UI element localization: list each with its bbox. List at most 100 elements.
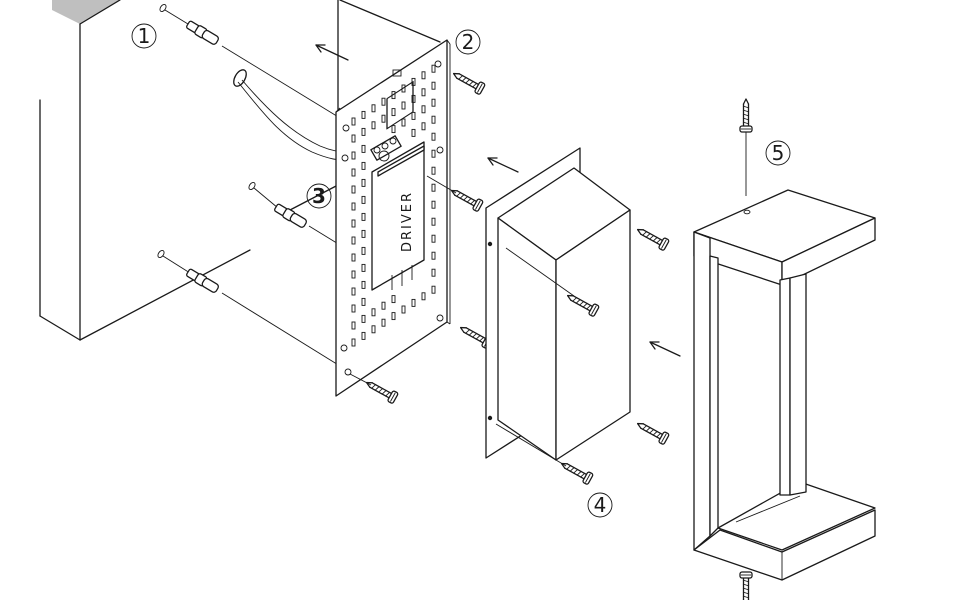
plate-slot (431, 166, 436, 175)
arrow-wall (315, 44, 349, 61)
plate-slot (421, 71, 426, 80)
front-frame (693, 189, 876, 581)
plate-slot (381, 97, 386, 106)
plate-slot (361, 280, 366, 289)
wall-anchor-top (159, 3, 341, 119)
callout-3: 3 (306, 183, 332, 209)
screw-housing-right-top (634, 223, 671, 252)
plate-slot (361, 127, 366, 136)
plate-slot (411, 94, 416, 103)
plate-slot (401, 84, 406, 93)
plate-slot (371, 325, 376, 334)
callout-2-label: 2 (462, 30, 475, 54)
plate-slot (431, 200, 436, 209)
plate-slot (381, 318, 386, 327)
plate-slot (361, 144, 366, 153)
plate-slot (431, 98, 436, 107)
plate-slot (401, 305, 406, 314)
plate-slot (391, 125, 396, 134)
plate-slot (431, 115, 436, 124)
plate-slot (381, 301, 386, 310)
plate-slot (371, 121, 376, 130)
wall-anchor-middle (248, 181, 341, 246)
plate-slot (351, 117, 356, 126)
plate-slot (421, 292, 426, 301)
plate-slot (401, 101, 406, 110)
plate-slot (411, 77, 416, 86)
plate-slot (351, 151, 356, 160)
plate-slot (371, 104, 376, 113)
plate-slot (391, 91, 396, 100)
plate-slot (421, 105, 426, 114)
plate-slot (351, 270, 356, 279)
screw-top-vertical (739, 98, 753, 133)
wall-top-shade (52, 0, 120, 24)
plate-slot (391, 312, 396, 321)
callout-4-label: 4 (594, 493, 607, 517)
terminal-block (370, 135, 402, 162)
plate-slot (351, 253, 356, 262)
plate-slot (371, 308, 376, 317)
plate-slot (361, 161, 366, 170)
driver-label: DRIVER (400, 191, 415, 252)
screw-housing-right-bottom (634, 417, 671, 446)
callout-4: 4 (587, 492, 613, 518)
arrow-frame (649, 341, 681, 357)
callout-5: 5 (765, 140, 791, 166)
callout-1: 1 (131, 23, 157, 49)
plate-slot (361, 178, 366, 187)
plate-slot (421, 88, 426, 97)
plate-slot (361, 229, 366, 238)
plate-slot (391, 108, 396, 117)
callout-1-label: 1 (138, 24, 151, 48)
plate-slot (351, 168, 356, 177)
callout-3-label: 3 (312, 184, 326, 208)
plate-slot (351, 321, 356, 330)
screw-housing-top-left (448, 184, 485, 213)
plate-slot (351, 202, 356, 211)
plate-slot (411, 128, 416, 137)
plate-slot (351, 134, 356, 143)
plate-slot (361, 246, 366, 255)
plate-slot (431, 268, 436, 277)
plate-slot (361, 314, 366, 323)
plate-slot (411, 111, 416, 120)
plate-slot (431, 149, 436, 158)
screw-bottom-vertical (739, 571, 753, 600)
wall (39, 0, 441, 341)
plate-slot-pattern (351, 64, 436, 347)
plate-slot (361, 331, 366, 340)
driver-module: DRIVER (371, 141, 425, 291)
plate-slot (411, 298, 416, 307)
plate-slot (391, 295, 396, 304)
plate-slot (351, 338, 356, 347)
plate-slot (361, 212, 366, 221)
wall-anchor-bottom (157, 249, 341, 367)
callout-5-label: 5 (772, 141, 785, 165)
plate-slot (361, 297, 366, 306)
plate-slot (381, 114, 386, 123)
plate-slot (351, 287, 356, 296)
screw-housing-bottom (558, 457, 595, 486)
plate-slot (361, 195, 366, 204)
plate-slot (431, 217, 436, 226)
plate-slot (431, 183, 436, 192)
plate-slot (361, 263, 366, 272)
plate-slot (421, 122, 426, 131)
plate-slot (351, 219, 356, 228)
plate-slot (401, 118, 406, 127)
callout-2: 2 (455, 29, 481, 55)
plate-slot (431, 234, 436, 243)
plate-slot (431, 251, 436, 260)
plate-slot (431, 285, 436, 294)
screw-plate-top (450, 67, 487, 96)
screw-plate-bottom (363, 376, 400, 405)
plate-slot (351, 304, 356, 313)
plate-slot (351, 185, 356, 194)
housing-box (497, 167, 631, 461)
plate-slot (361, 110, 366, 119)
arrow-housing (487, 157, 519, 173)
plate-slot (431, 132, 436, 141)
plate-slot (431, 64, 436, 73)
